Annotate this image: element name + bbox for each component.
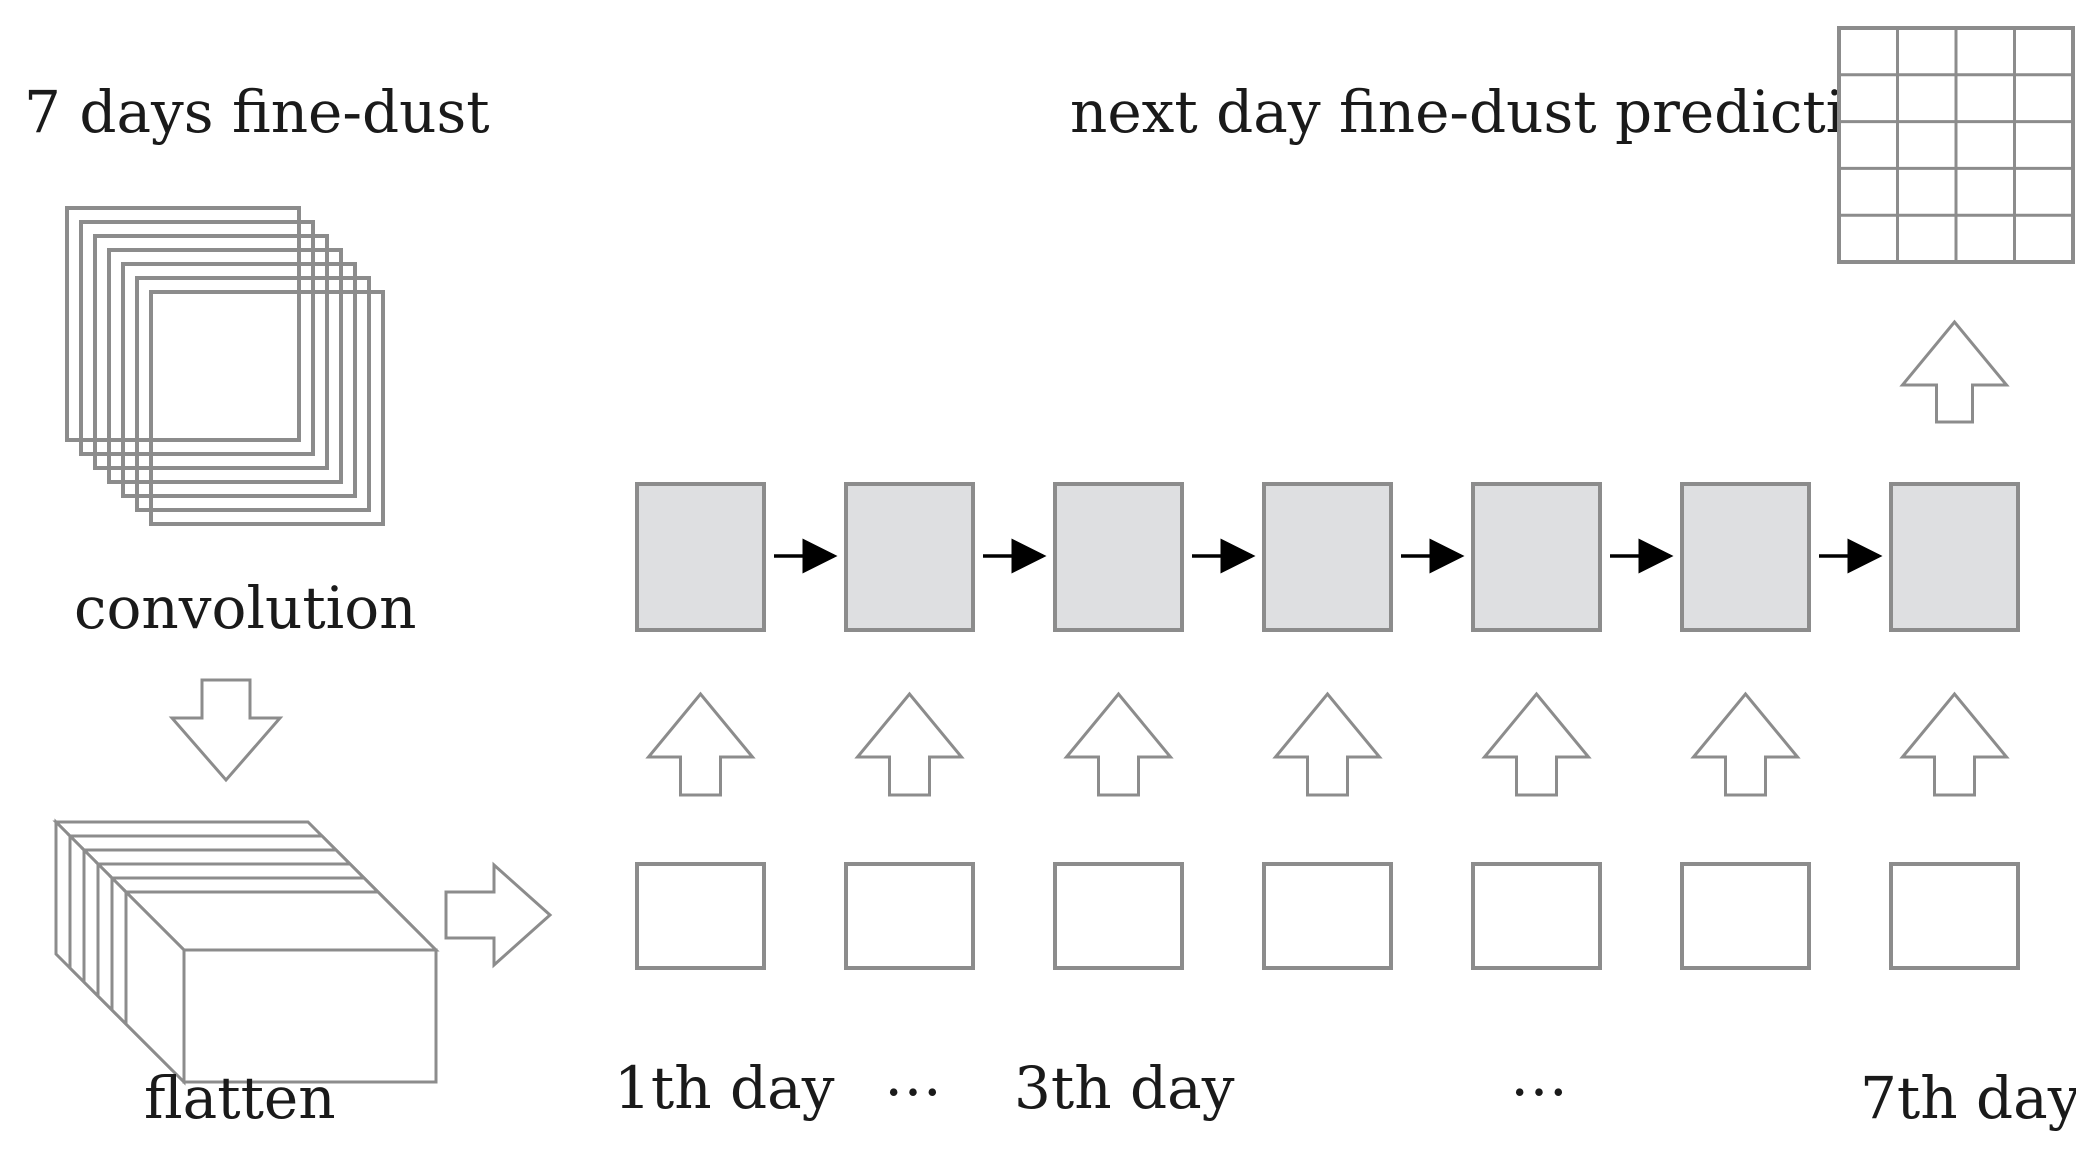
up-arrow-icon <box>854 691 965 797</box>
input-frame <box>93 234 329 470</box>
output-arrow <box>1899 319 2010 424</box>
input-box <box>635 862 766 970</box>
lstm-cell <box>1680 482 1811 632</box>
lstm-cell <box>844 482 975 632</box>
down-arrow-icon <box>168 678 284 783</box>
lstm-cell <box>635 482 766 632</box>
input-box <box>1053 862 1184 970</box>
input-frame <box>65 206 301 442</box>
convolution-label: convolution <box>74 574 416 642</box>
input-box <box>844 862 975 970</box>
lstm-cell <box>1262 482 1393 632</box>
up-arrow-icon <box>1481 691 1592 797</box>
input-box <box>1680 862 1811 970</box>
flatten-stack <box>52 818 440 1086</box>
up-arrow-icon <box>1899 691 2010 797</box>
ellipsis-1: … <box>884 1041 942 1109</box>
lstm-cell <box>1053 482 1184 632</box>
flatten-label: flatten <box>144 1064 336 1132</box>
output-up-arrow <box>1899 319 2010 424</box>
lstm-cell <box>1471 482 1602 632</box>
input-frame <box>135 276 371 512</box>
day-3-label: 3th day <box>1014 1054 1235 1122</box>
up-arrow-icon <box>645 691 756 797</box>
lstm-sequence <box>635 482 2020 970</box>
day-1-label: 1th day <box>614 1054 835 1122</box>
input-frame-stack <box>65 206 385 526</box>
input-frame <box>121 262 357 498</box>
up-arrow-icon <box>1690 691 1801 797</box>
input-frame <box>107 248 343 484</box>
up-arrow-icon <box>1063 691 1174 797</box>
input-box <box>1889 862 2020 970</box>
right-arrow-icon <box>444 861 553 969</box>
up-arrow-icon <box>1272 691 1383 797</box>
flatten-slab-front <box>182 948 438 1084</box>
output-prediction-grid <box>1837 26 2075 264</box>
input-title: 7 days fine-dust <box>24 78 490 146</box>
input-frame <box>79 220 315 456</box>
ellipsis-2: … <box>1510 1041 1568 1109</box>
input-box <box>1262 862 1393 970</box>
output-title: next day fine-dust prediction <box>1070 78 1916 146</box>
input-box <box>1471 862 1602 970</box>
lstm-cell <box>1889 482 2020 632</box>
day-7-label: 7th day <box>1860 1064 2076 1132</box>
input-frame <box>149 290 385 526</box>
